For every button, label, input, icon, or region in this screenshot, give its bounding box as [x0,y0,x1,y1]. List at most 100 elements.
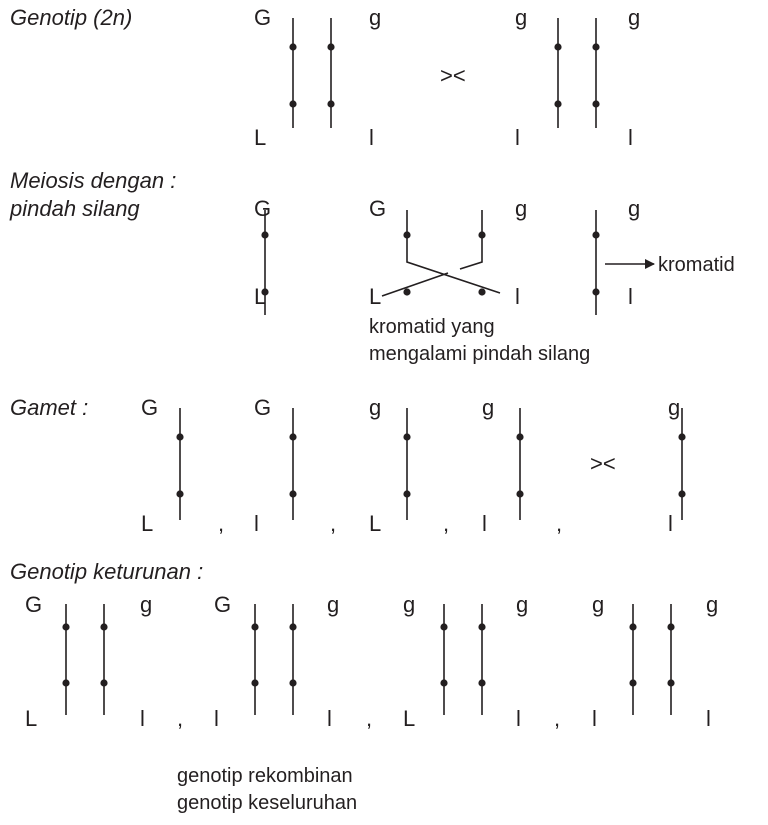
allele-label: L [369,511,381,536]
gene-locus-dot [289,433,297,441]
allele-label: l [628,284,633,309]
gene-locus-dot [62,623,70,631]
meiosis-label: pindah silang [9,196,140,221]
allele-label: l [515,125,520,150]
gene-locus-dot [592,231,600,239]
allele-label: l [515,284,520,309]
allele-label: g [140,592,152,617]
gene-locus-dot [478,231,486,239]
gene-locus-dot [403,490,411,498]
allele-label: G [369,196,386,221]
allele-label: g [327,592,339,617]
meiosis-label: Meiosis dengan : [10,168,176,193]
allele-label: G [254,395,271,420]
gene-locus-dot [251,679,259,687]
allele-label: G [214,592,231,617]
crossover-note: mengalami pindah silang [369,343,590,365]
allele-label: g [369,5,381,30]
separator-comma: , [443,511,449,536]
gene-locus-dot [289,43,297,51]
gene-locus-dot [403,433,411,441]
allele-label: g [592,592,604,617]
parent-1-chromosome-pair: G g L l [254,5,381,150]
allele-label: l [592,706,597,731]
offspring-3: g g L l [403,592,528,731]
gamete-3: g L [369,395,411,536]
separator-comma: , [554,706,560,731]
meiosis-chromatid-4: g l [592,196,640,315]
gene-locus-dot [554,100,562,108]
gene-locus-dot [176,490,184,498]
allele-label: G [254,196,271,221]
gene-locus-dot [100,623,108,631]
keturunan-label: Genotip keturunan : [10,559,203,584]
allele-label: L [25,706,37,731]
gene-locus-dot [667,623,675,631]
gene-locus-dot [516,433,524,441]
separator-comma: , [177,706,183,731]
meiosis-chromatid-1: G L [254,196,271,315]
cross-symbol: >< [590,451,616,476]
gene-locus-dot [251,623,259,631]
footer-recombinant-text: genotip rekombinan [177,765,353,787]
gene-locus-dot [176,433,184,441]
gene-locus-dot [261,288,269,296]
gene-locus-dot [629,679,637,687]
allele-label: g [369,395,381,420]
allele-label: l [369,125,374,150]
allele-label: L [254,125,266,150]
gene-locus-dot [554,43,562,51]
gamete-4: g l [482,395,524,536]
gamete-5: g l [668,395,686,536]
meiosis-crossover-chromatids: G L g l [369,196,527,309]
allele-label: g [403,592,415,617]
allele-label: g [668,395,680,420]
crossover-chromatid-line [406,210,501,294]
separator-comma: , [218,511,224,536]
genotip-label: Genotip (2n) [10,5,132,30]
gene-locus-dot [403,288,411,296]
gamete-1: G L [141,395,184,536]
gene-locus-dot [327,43,335,51]
gamet-label: Gamet : [10,395,88,420]
gene-locus-dot [440,623,448,631]
gene-locus-dot [478,679,486,687]
allele-label: l [516,706,521,731]
allele-label: l [668,511,673,536]
gene-locus-dot [62,679,70,687]
crossover-chromatid-line [459,210,483,270]
allele-label: g [516,592,528,617]
parent-2-chromosome-pair: g g l l [515,5,640,150]
gene-locus-dot [478,623,486,631]
footer-total-text: genotip keseluruhan [177,792,357,814]
allele-label: g [482,395,494,420]
separator-comma: , [330,511,336,536]
gene-locus-dot [327,100,335,108]
gene-locus-dot [478,288,486,296]
gene-locus-dot [289,679,297,687]
gene-locus-dot [403,231,411,239]
gene-locus-dot [289,490,297,498]
gene-locus-dot [592,100,600,108]
offspring-4: g g l l [592,592,718,731]
offspring-1: G g L l [25,592,152,731]
allele-label: g [628,5,640,30]
gene-locus-dot [629,623,637,631]
allele-label: L [403,706,415,731]
allele-label: l [706,706,711,731]
allele-label: G [141,395,158,420]
gene-locus-dot [289,100,297,108]
allele-label: l [214,706,219,731]
allele-label: g [628,196,640,221]
allele-label: l [628,125,633,150]
gamete-2: G l [254,395,297,536]
gene-locus-dot [592,43,600,51]
separator-comma: , [556,511,562,536]
allele-label: G [254,5,271,30]
cross-symbol: >< [440,63,466,88]
kromatid-label: kromatid [658,254,735,276]
gene-locus-dot [592,288,600,296]
gene-locus-dot [667,679,675,687]
gene-locus-dot [440,679,448,687]
